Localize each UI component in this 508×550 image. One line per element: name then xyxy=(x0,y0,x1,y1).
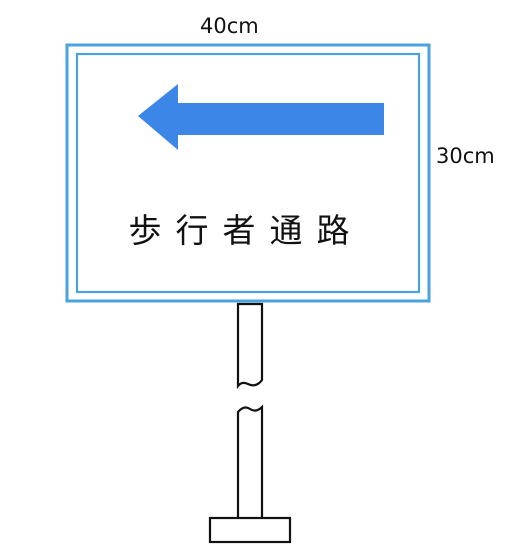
left-arrow-icon xyxy=(138,84,384,150)
post-lower-section xyxy=(236,404,264,522)
sign-text: 歩行者通路 xyxy=(128,211,364,250)
post-upper-section xyxy=(236,302,264,390)
post-base xyxy=(208,516,292,544)
sign-inner-border xyxy=(75,52,421,294)
height-dimension-label: 30cm xyxy=(436,144,495,168)
width-dimension-label: 40cm xyxy=(200,14,259,38)
